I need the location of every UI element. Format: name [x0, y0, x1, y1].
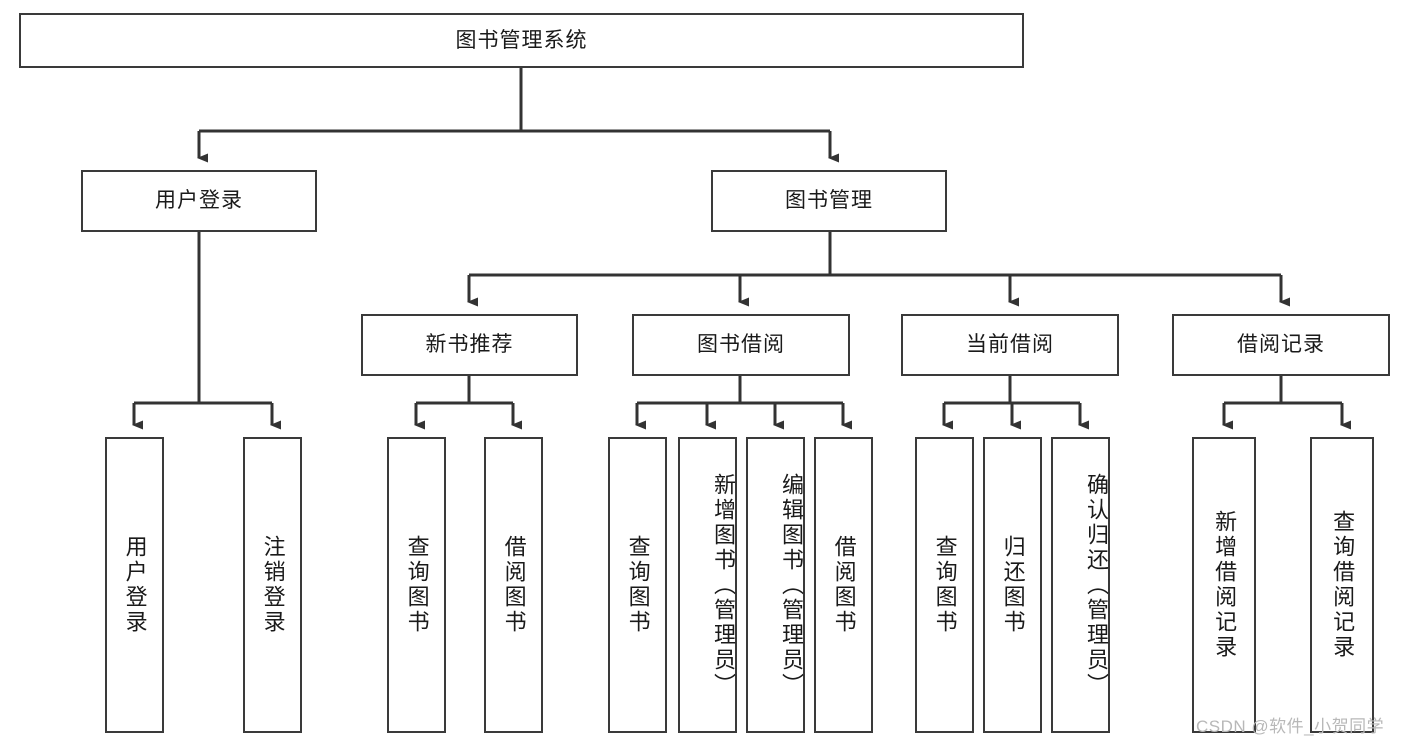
leaf-borrow-book-newbook[interactable]: 借阅图书	[484, 437, 543, 733]
node-borrow-records[interactable]: 借阅记录	[1172, 314, 1390, 376]
leaf-query-book-current[interactable]: 查询图书	[915, 437, 974, 733]
leaf-return-book[interactable]: 归还图书	[983, 437, 1042, 733]
leaf-user-logout[interactable]: 注销登录	[243, 437, 302, 733]
leaf-user-login[interactable]: 用户登录	[105, 437, 164, 733]
node-new-book-recommend[interactable]: 新书推荐	[361, 314, 578, 376]
leaf-borrow-book-borrow[interactable]: 借阅图书	[814, 437, 873, 733]
node-book-management[interactable]: 图书管理	[711, 170, 947, 232]
node-user-login[interactable]: 用户登录	[81, 170, 317, 232]
csdn-watermark: CSDN @软件_小贺同学	[1196, 717, 1385, 736]
leaf-query-book-borrow[interactable]: 查询图书	[608, 437, 667, 733]
leaf-query-borrow-record[interactable]: 查询借阅记录	[1310, 437, 1374, 733]
node-current-borrow[interactable]: 当前借阅	[901, 314, 1119, 376]
leaf-confirm-return-admin[interactable]: 确认归还（管理员）	[1051, 437, 1110, 733]
leaf-edit-book-admin[interactable]: 编辑图书（管理员）	[746, 437, 805, 733]
node-book-borrow[interactable]: 图书借阅	[632, 314, 850, 376]
leaf-query-book-newbook[interactable]: 查询图书	[387, 437, 446, 733]
leaf-add-borrow-record[interactable]: 新增借阅记录	[1192, 437, 1256, 733]
node-root-system[interactable]: 图书管理系统	[19, 13, 1024, 68]
leaf-add-book-admin[interactable]: 新增图书（管理员）	[678, 437, 737, 733]
